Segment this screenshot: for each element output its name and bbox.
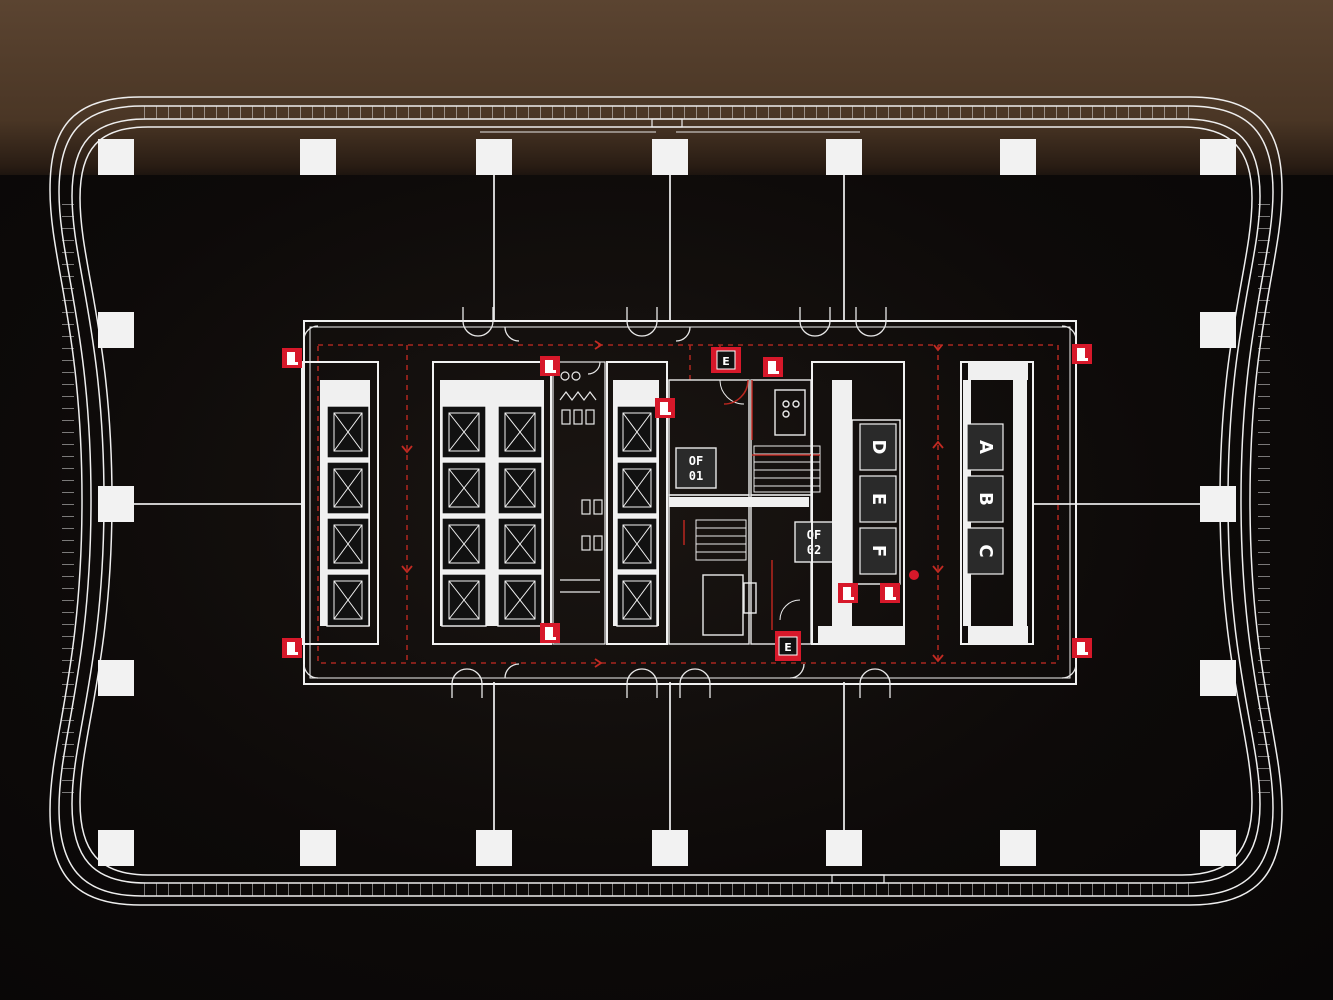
beams (134, 131, 1200, 830)
fire-extinguisher-icon (282, 344, 1092, 658)
door-swing-icon (303, 307, 1077, 698)
exit-sign-bottom-label: E (784, 641, 792, 654)
columns (98, 139, 1236, 866)
lift-b-label: B (975, 492, 996, 506)
exit-sign-bottom: E (775, 631, 801, 661)
exit-sign-top-label: E (722, 355, 730, 368)
facade-mullions-top (140, 106, 1190, 119)
lift-d-label: D (868, 440, 889, 455)
lift-bank-abc: A B C (960, 361, 1034, 645)
room-of-01-line1: OF (689, 454, 703, 468)
service-core (668, 379, 821, 645)
stair-icon (695, 445, 821, 561)
restroom-block (552, 361, 606, 645)
lift-bank-left (301, 361, 379, 645)
facade-access-top (651, 118, 683, 128)
room-of-02-line1: OF (807, 528, 821, 542)
elevator-car-icon (859, 423, 897, 575)
facade-mullions-bottom (140, 883, 1190, 896)
lift-a-label: A (975, 440, 996, 454)
facade-mullions-right (1258, 200, 1270, 800)
lift-e-label: E (868, 493, 889, 505)
lift-c-label: C (975, 544, 996, 557)
room-of-01-line2: 01 (689, 469, 703, 483)
room-of-02: OF 02 (794, 521, 834, 563)
room-of-01: OF 01 (675, 447, 717, 489)
exit-sign-top: E (711, 347, 741, 373)
lift-bank-middle (432, 361, 552, 645)
route-arrows (401, 340, 944, 668)
facade-mullions-left (62, 200, 74, 800)
room-of-02-line2: 02 (807, 543, 821, 557)
lift-f-label: F (868, 545, 889, 557)
lift-bank-def: D E F (811, 361, 905, 645)
lift-bank-third (606, 361, 668, 645)
facade-access-bottom (831, 874, 885, 884)
service-route (683, 379, 820, 630)
